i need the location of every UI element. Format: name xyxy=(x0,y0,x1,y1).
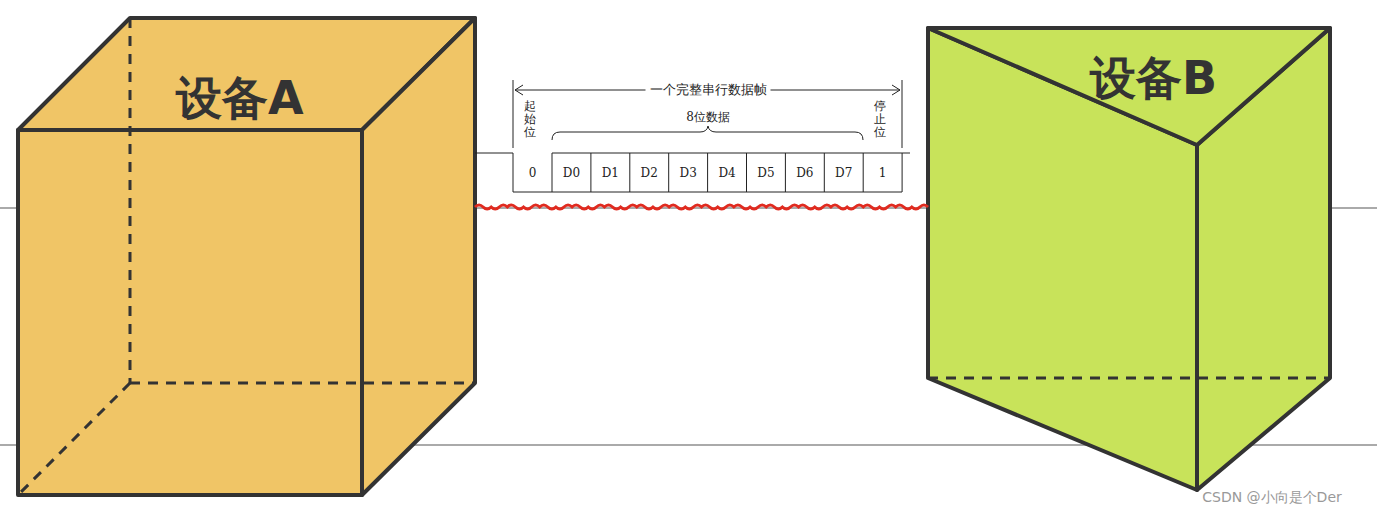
device-box: 设备A xyxy=(18,18,475,495)
bit-cell: D4 xyxy=(718,166,735,180)
serial-link xyxy=(475,205,928,209)
bit-cell: 1 xyxy=(879,166,887,180)
frame-ground xyxy=(478,72,914,198)
bit-cell: D5 xyxy=(757,166,774,180)
bit-cell: D2 xyxy=(641,166,658,180)
bit-cell: D1 xyxy=(602,166,619,180)
cube-shape xyxy=(18,18,475,495)
prism-shape xyxy=(928,28,1330,490)
frame-figure xyxy=(475,80,910,192)
device-label: 设备B xyxy=(1090,48,1217,110)
stop-bit-label: 停止位 xyxy=(874,100,886,140)
start-bit-label: 起始位 xyxy=(524,100,536,140)
watermark: CSDN @小向是个Der xyxy=(1202,489,1342,507)
data-bits-label: 8位数据 xyxy=(686,109,730,126)
bit-cell: D3 xyxy=(680,166,697,180)
device-label: 设备A xyxy=(176,68,304,130)
bit-cell: D0 xyxy=(563,166,580,180)
device-prism: 设备B xyxy=(928,28,1330,490)
bit-cell: 0 xyxy=(529,166,537,180)
frame-title: 一个完整串行数据帧 xyxy=(646,81,771,99)
bit-cell: D7 xyxy=(835,166,852,180)
bit-cell: D6 xyxy=(796,166,813,180)
